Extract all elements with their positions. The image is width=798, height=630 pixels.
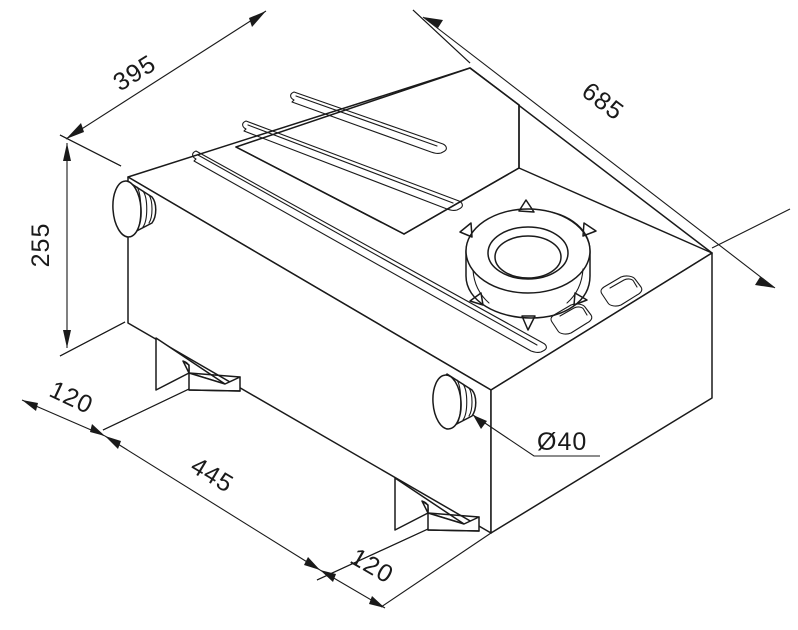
ext-line-255-top <box>59 134 122 167</box>
arrow-120r-start <box>320 570 336 582</box>
arrow-685-end <box>755 277 775 288</box>
port-right-thread-1 <box>456 379 462 425</box>
arrow-445-end <box>304 557 320 570</box>
foot-right-plate-top <box>427 512 480 518</box>
filler-cap <box>459 199 597 331</box>
dim-line-445 <box>104 435 321 571</box>
arrow-395-end <box>249 11 266 27</box>
foot-left-fillet <box>182 360 190 374</box>
dim-line-395 <box>65 10 267 140</box>
filler-cap-lug-bottom-right <box>573 292 588 306</box>
rib-slot-1 <box>290 91 447 154</box>
filler-cap-lug-right <box>582 222 597 237</box>
ext-line-120r-b <box>380 532 492 608</box>
tank-top-back-right-edge <box>518 167 713 254</box>
recess-slot-group <box>550 275 643 335</box>
port-left-thread-2 <box>142 190 148 228</box>
arrow-395-start <box>66 123 84 139</box>
ext-line-120r-a <box>316 528 429 581</box>
dim-label-120-right: 120 <box>346 543 399 590</box>
arrow-445-start <box>105 436 121 449</box>
dim-label-255: 255 <box>27 223 55 268</box>
dimension-120-right: 120 <box>316 528 492 609</box>
threaded-port-right <box>432 373 477 430</box>
recess-slot-2 <box>600 275 643 307</box>
port-right-thread-3 <box>468 387 473 417</box>
filler-cap-rib-left <box>472 269 490 304</box>
tank-step-edge-right <box>403 167 520 235</box>
arrow-120l-end <box>90 424 105 436</box>
filler-cap-bore <box>494 235 562 279</box>
filler-cap-lug-top <box>518 199 535 213</box>
filler-cap-lug-bottom <box>521 315 536 331</box>
ext-line-445-a <box>102 388 190 431</box>
dim-line-685 <box>422 16 776 289</box>
dim-label-685: 685 <box>577 77 630 126</box>
tank-step-edge-front <box>235 146 405 235</box>
recess-slot-1 <box>550 303 593 335</box>
filler-cap-lug-left <box>459 222 473 238</box>
foot-right-plate-edge <box>427 529 480 532</box>
foot-left-plate-top <box>188 372 241 378</box>
port-left-thread-3 <box>148 194 153 224</box>
foot-right-fillet <box>421 500 429 514</box>
port-left-thread-1 <box>136 186 142 232</box>
arrow-120l-start <box>22 400 38 411</box>
leader-line-d40 <box>472 414 600 457</box>
rib-slot-group <box>192 91 547 353</box>
dim-label-d40: Ø40 <box>537 428 587 456</box>
ext-line-120l-a <box>59 321 126 357</box>
dim-label-395: 395 <box>108 49 161 96</box>
filler-cap-lug-bottom-left <box>469 292 484 306</box>
dimension-diameter-40: Ø40 <box>472 414 600 457</box>
filler-cap-rib-right <box>566 268 584 304</box>
tank-right-face <box>490 252 713 534</box>
rib-slot-3 <box>192 150 547 353</box>
port-right-thread-2 <box>462 383 468 421</box>
dimension-255: 255 <box>27 134 126 357</box>
ext-line-685-b <box>711 208 791 249</box>
threaded-port-left <box>112 180 157 238</box>
tank-step-top-right-edge <box>469 67 520 106</box>
mounting-foot-left <box>155 337 241 392</box>
arrow-d40 <box>473 415 487 429</box>
foot-left-plate-edge <box>188 389 241 392</box>
arrow-255-top <box>63 143 71 161</box>
arrow-120r-end <box>369 596 385 608</box>
rib-slot-2 <box>242 120 463 211</box>
ext-line-685-a <box>412 9 471 64</box>
arrow-255-bottom <box>63 330 71 348</box>
arrow-685-start <box>423 17 443 28</box>
mounting-foot-right <box>394 477 480 532</box>
